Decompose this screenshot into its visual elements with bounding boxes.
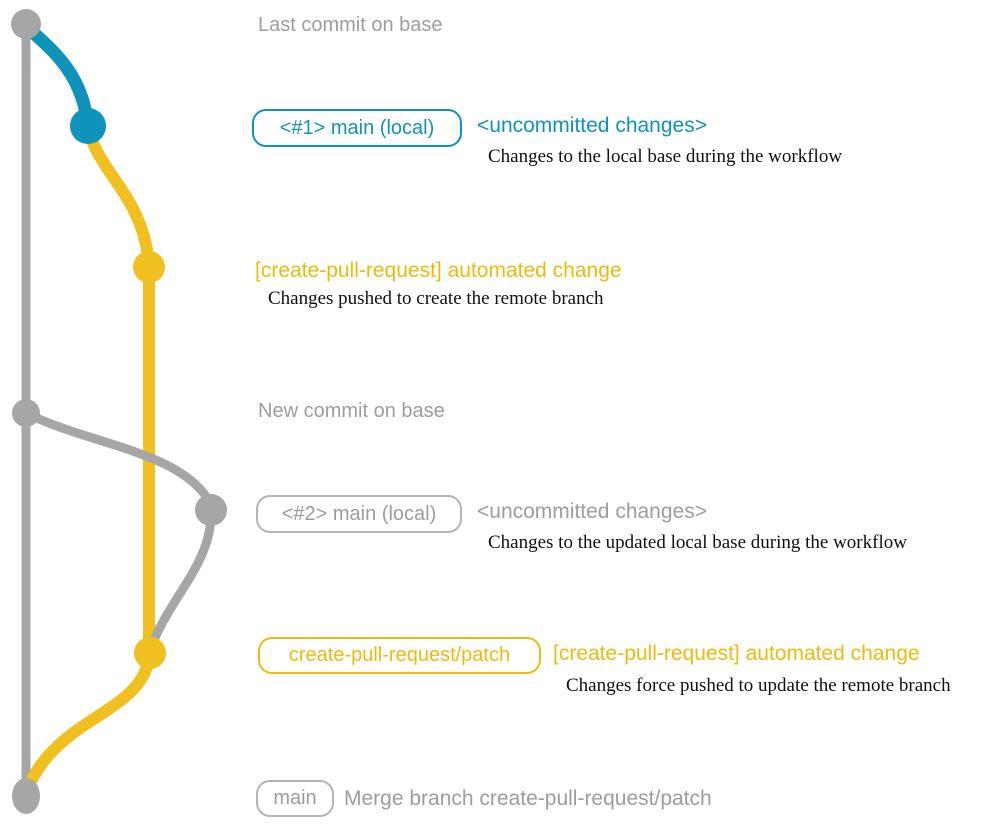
commit-dot-new-base bbox=[12, 399, 40, 427]
commit-dot-uncommitted-2 bbox=[195, 494, 227, 526]
commit-dot-last-base bbox=[11, 9, 41, 39]
gray-branch-curve-1 bbox=[21, 408, 216, 510]
title-automated-change-2: [create-pull-request] automated change bbox=[553, 642, 920, 665]
commit-dot-automated-change-2 bbox=[134, 637, 166, 669]
yellow-merge-curve bbox=[21, 647, 156, 796]
title-merge-branch: Merge branch create-pull-request/patch bbox=[344, 787, 712, 810]
label-new-commit-on-base: New commit on base bbox=[258, 400, 445, 422]
caption-automated-change-2: Changes force pushed to update the remot… bbox=[566, 675, 951, 696]
caption-uncommitted-changes-1: Changes to the local base during the wor… bbox=[488, 146, 843, 167]
yellow-branch-curve-1 bbox=[82, 120, 155, 273]
branch-label-create-pull-request-patch: create-pull-request/patch bbox=[258, 637, 541, 674]
title-automated-change-1: [create-pull-request] automated change bbox=[255, 259, 622, 282]
gray-branch-curve-2 bbox=[146, 500, 216, 653]
commit-dot-merge bbox=[12, 778, 40, 814]
commit-dot-uncommitted-1 bbox=[70, 108, 106, 144]
branch-label-main-local-2: <#2> main (local) bbox=[256, 495, 462, 533]
caption-automated-change-1: Changes pushed to create the remote bran… bbox=[268, 288, 604, 309]
caption-uncommitted-changes-2: Changes to the updated local base during… bbox=[488, 532, 907, 553]
title-uncommitted-changes-2: <uncommitted changes> bbox=[477, 500, 707, 523]
branch-label-main: main bbox=[256, 780, 334, 817]
label-last-commit-on-base: Last commit on base bbox=[258, 14, 443, 36]
branch-label-main-local-1: <#1> main (local) bbox=[252, 109, 462, 147]
commit-dot-automated-change-1 bbox=[133, 251, 165, 283]
title-uncommitted-changes-1: <uncommitted changes> bbox=[477, 114, 707, 137]
